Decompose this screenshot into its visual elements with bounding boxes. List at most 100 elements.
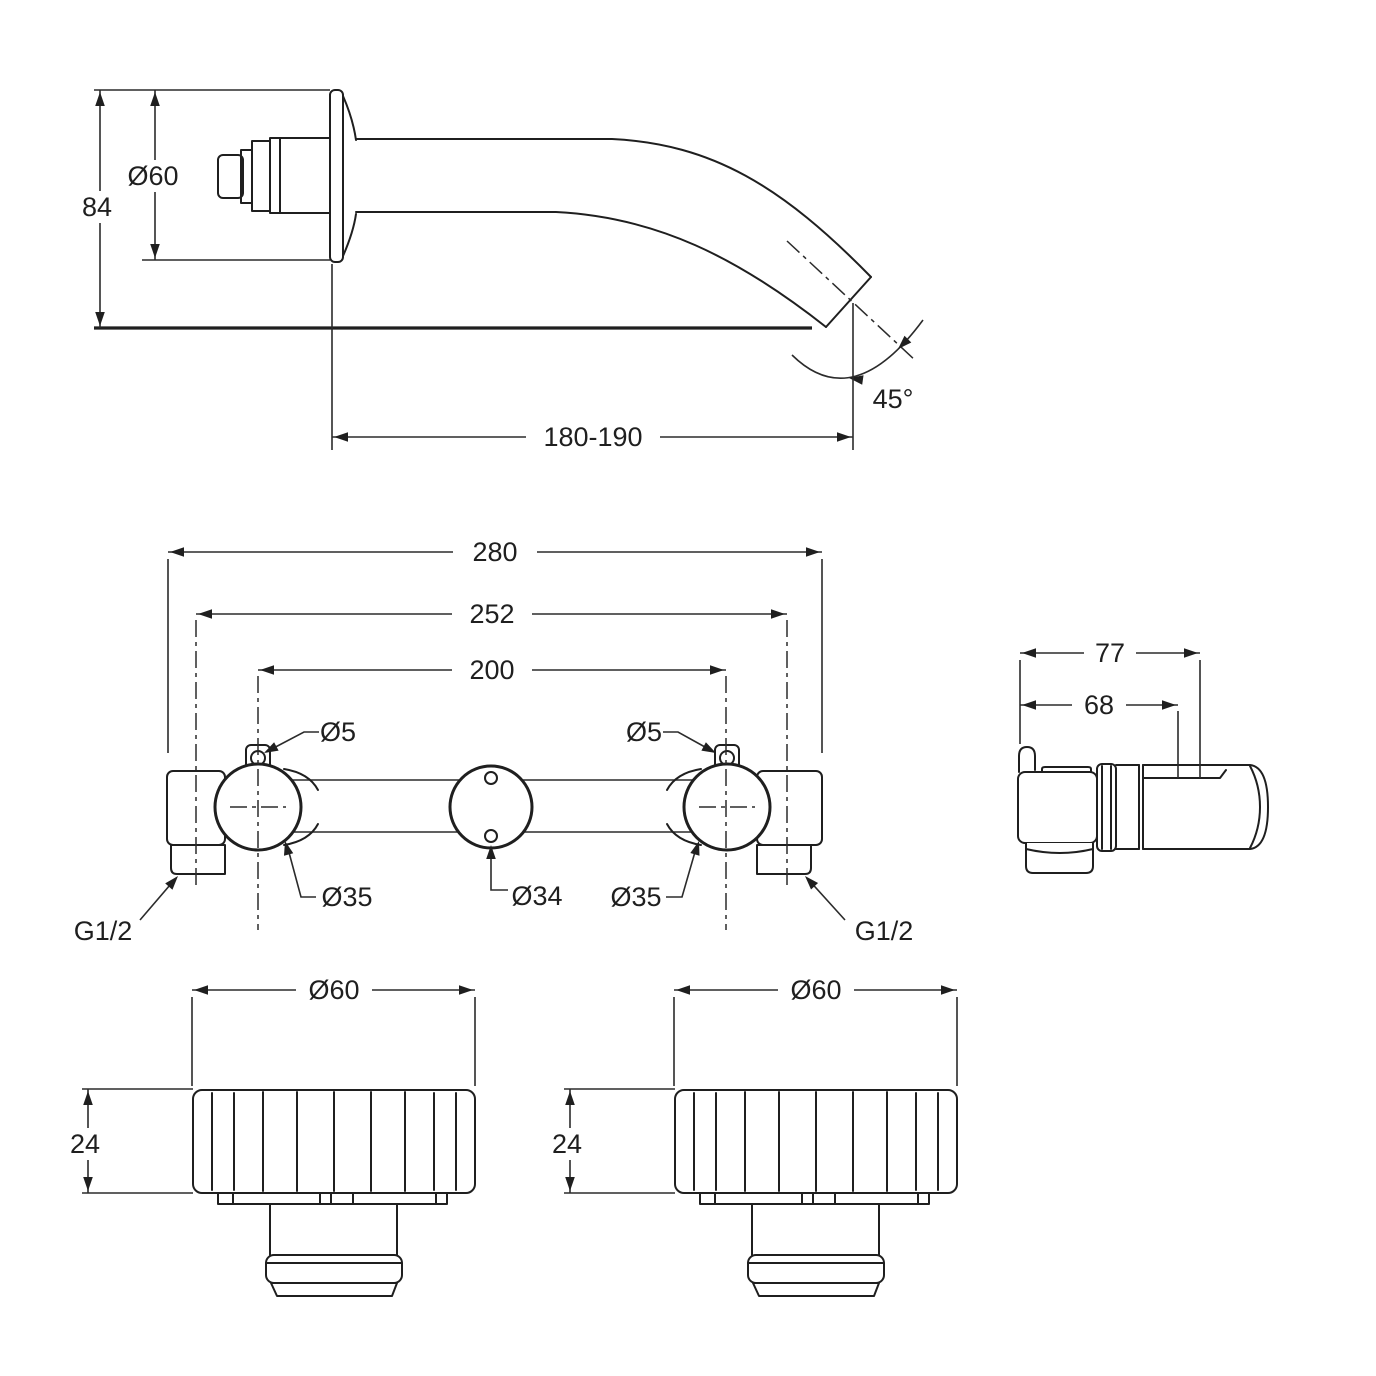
spout-bore-hole-bottom: [484, 829, 498, 843]
dim-handle-left-diameter-label: Ø60: [308, 975, 359, 1005]
handle-base-chamfer: [752, 1282, 880, 1297]
arrowhead-icon: [1022, 648, 1036, 658]
arrowhead-icon: [676, 985, 690, 995]
extension-lines: [191, 997, 476, 1086]
spout-outline: [217, 89, 872, 328]
arrowhead-icon: [95, 312, 105, 326]
dim-handle-left-diameter: Ø60: [191, 975, 476, 1086]
arrowhead-icon: [334, 432, 348, 442]
callout-bore-right: Ø35: [610, 839, 704, 912]
dim-angle-label: 45°: [873, 384, 914, 414]
dim-reach: 180-190: [331, 264, 853, 452]
arrowhead-icon: [1162, 700, 1176, 710]
body-neck: [1115, 764, 1140, 850]
inlet-block-left-lower: [170, 844, 226, 875]
handle-left-view: Ø60 24: [66, 975, 476, 1297]
handle-stem: [751, 1204, 880, 1256]
arrowhead-icon: [1022, 700, 1036, 710]
callout-bore-centre: Ø34: [486, 845, 563, 911]
dim-handle-left-height-label: 24: [70, 1129, 100, 1159]
label-mask: [548, 1128, 586, 1160]
arrowhead-icon: [565, 1177, 575, 1191]
callout-screw-right-label: Ø5: [626, 717, 662, 747]
handle-skirt-lugs: [714, 1192, 919, 1205]
spout-flare-top: [342, 95, 357, 141]
handle-skirt: [699, 1192, 930, 1205]
handle-right-outline: [674, 1089, 958, 1297]
handle-stem: [269, 1204, 398, 1256]
handle-right-view: Ø60 24: [548, 975, 958, 1297]
spout-axis-centerline: [786, 240, 917, 362]
housing-cap-line: [1249, 765, 1261, 849]
spout-tip-cut: [825, 276, 872, 328]
arrowhead-icon: [837, 432, 851, 442]
callout-bore-left: Ø35: [280, 839, 373, 912]
side-body-outline: [1017, 746, 1269, 874]
bracket-lip: [1041, 766, 1092, 773]
inlet-block-right: [756, 770, 823, 875]
handle-flutes: [211, 1091, 457, 1192]
extension-lines: [564, 1088, 675, 1194]
arrowhead-icon: [459, 985, 473, 995]
dim-handle-left-height: 24: [66, 1088, 193, 1194]
housing-inner-line: [1142, 769, 1227, 779]
dim-height-label: 84: [82, 192, 112, 222]
callout-screw-right: Ø5: [626, 717, 719, 758]
spout-escutcheon: [329, 89, 344, 263]
bracket-foot: [1025, 843, 1094, 874]
dim-reach-label: 180-190: [543, 422, 642, 452]
handle-base: [265, 1254, 403, 1284]
dim-inlet-centres: 252: [196, 599, 787, 629]
callout-thread-left-label: G1/2: [74, 916, 133, 946]
arrowhead-icon: [771, 609, 785, 619]
arrowhead-icon: [150, 92, 160, 106]
dim-depth-overall-label: 77: [1095, 638, 1125, 668]
spout-bore-hole-top: [484, 771, 498, 785]
handle-base: [747, 1254, 885, 1284]
handle-flutes: [693, 1091, 939, 1192]
arrowhead-icon: [194, 985, 208, 995]
leader-line: [663, 731, 715, 753]
dim-handle-centres-label: 200: [469, 655, 514, 685]
arrowhead-icon: [83, 1177, 93, 1191]
dim-handle-right-diameter-label: Ø60: [790, 975, 841, 1005]
body-side-view: 77 68: [1017, 638, 1269, 874]
spout-bore-centre: [448, 764, 534, 850]
valve-bore-right: [682, 762, 772, 852]
spout-side-view: 45° 84 Ø60 180-190: [76, 89, 924, 452]
label-mask: [125, 160, 181, 192]
dim-height-84: 84: [76, 89, 330, 328]
handle-skirt-lugs: [232, 1192, 437, 1205]
callout-bore-left-label: Ø35: [321, 882, 372, 912]
spout-flare-bottom: [342, 213, 357, 257]
dim-depth-overall: 77: [1019, 638, 1201, 778]
arrowhead-icon: [941, 985, 955, 995]
dim-handle-centres: 200: [258, 655, 726, 685]
callout-bore-centre-label: Ø34: [511, 881, 562, 911]
leader-line: [666, 844, 698, 898]
arrowhead-icon: [150, 244, 160, 258]
dim-depth-body-label: 68: [1084, 690, 1114, 720]
arrowhead-icon: [95, 92, 105, 106]
callout-screw-left: Ø5: [261, 717, 356, 758]
arrowhead-icon: [710, 665, 724, 675]
dim-handle-right-diameter: Ø60: [673, 975, 958, 1086]
valve-boss-left: [283, 768, 319, 846]
dim-overall-width-label: 280: [472, 537, 517, 567]
leader-line: [265, 731, 319, 753]
leader-line: [490, 848, 508, 891]
handle-left-outline: [192, 1089, 476, 1297]
dim-overall-width: 280: [167, 537, 823, 753]
arrowhead-icon: [806, 547, 820, 557]
spout-tube-top: [355, 138, 872, 278]
body-front-view: 280 252 200 Ø5 Ø5: [74, 537, 914, 946]
cartridge-housing: [1142, 764, 1269, 850]
dim-depth-body: 68: [1020, 690, 1179, 778]
label-mask: [66, 1128, 104, 1160]
spout-tube-bottom: [355, 211, 827, 328]
bracket-foot-curve: [1025, 848, 1094, 854]
arrowhead-icon: [260, 665, 274, 675]
spout-inlet-thread: [217, 154, 244, 199]
arrowhead-icon: [565, 1091, 575, 1105]
callout-thread-right-label: G1/2: [855, 916, 914, 946]
